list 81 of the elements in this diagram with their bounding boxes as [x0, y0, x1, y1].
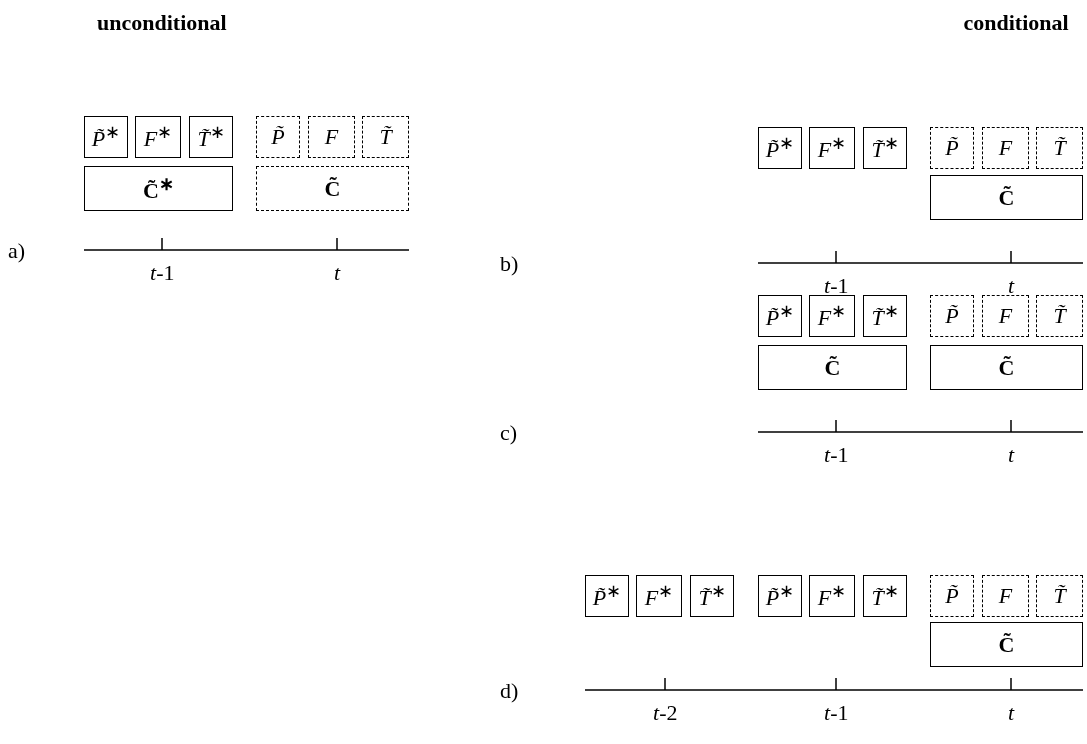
- variable-box: [863, 575, 907, 617]
- math-symbol: P̃$^{∗}$: [765, 134, 795, 162]
- math-symbol: F$^{∗}$: [817, 302, 847, 330]
- variable-box: [863, 127, 907, 169]
- variable-box: [362, 116, 409, 158]
- tick-label: t-1: [824, 444, 849, 466]
- math-symbol: T̃$^{∗}$: [871, 302, 899, 330]
- tick-label: t-2: [653, 702, 678, 724]
- context-box: [930, 175, 1083, 220]
- panel-label: b): [500, 253, 519, 275]
- variable-box: [930, 295, 974, 337]
- math-symbol: C̃: [998, 186, 1015, 209]
- math-symbol: F: [324, 126, 339, 148]
- tick-label: t: [1008, 275, 1015, 297]
- variable-box: [1036, 575, 1083, 617]
- math-symbol: P̃: [945, 585, 959, 607]
- variable-box: [863, 295, 907, 337]
- math-symbol: F$^{∗}$: [817, 582, 847, 610]
- context-box: [758, 345, 907, 390]
- tick-label: t-1: [150, 262, 175, 284]
- variable-box: [256, 116, 300, 158]
- tick-label: t-1: [824, 275, 849, 297]
- variable-box: [758, 575, 802, 617]
- variable-box: [758, 295, 802, 337]
- math-symbol: T̃$^{∗}$: [871, 134, 899, 162]
- math-symbol: P̃: [945, 137, 959, 159]
- context-box: [930, 345, 1083, 390]
- math-symbol: F: [998, 137, 1013, 159]
- math-symbol: P̃: [945, 305, 959, 327]
- column-heading: conditional: [963, 12, 1069, 34]
- math-symbol: P̃$^{∗}$: [765, 302, 795, 330]
- variable-box: [758, 127, 802, 169]
- variable-box: [982, 295, 1029, 337]
- math-symbol: F: [998, 585, 1013, 607]
- panel-label: c): [500, 422, 518, 444]
- math-symbol: F: [998, 305, 1013, 327]
- variable-box: [809, 575, 855, 617]
- variable-box: [809, 127, 855, 169]
- variable-box: [308, 116, 355, 158]
- math-symbol: P̃$^{∗}$: [765, 582, 795, 610]
- context-box: [84, 166, 233, 211]
- variable-box: [982, 127, 1029, 169]
- panel-label: d): [500, 680, 519, 702]
- variable-box: [189, 116, 233, 158]
- math-symbol: C̃: [998, 633, 1015, 656]
- math-symbol: T̃: [379, 126, 392, 148]
- variable-box: [690, 575, 734, 617]
- math-symbol: P̃$^{∗}$: [91, 123, 121, 151]
- tick-label: t-1: [824, 702, 849, 724]
- math-symbol: P̃: [271, 126, 285, 148]
- math-symbol: T̃: [1053, 137, 1066, 159]
- tick-label: t: [1008, 444, 1015, 466]
- variable-box: [84, 116, 128, 158]
- context-box: [256, 166, 409, 211]
- column-heading: unconditional: [97, 12, 227, 34]
- variable-box: [1036, 127, 1083, 169]
- math-symbol: T̃: [1053, 585, 1066, 607]
- math-symbol: C̃: [324, 177, 341, 200]
- variable-box: [1036, 295, 1083, 337]
- math-symbol: T̃$^{∗}$: [698, 582, 726, 610]
- variable-box: [636, 575, 682, 617]
- math-symbol: C̃$^{∗}$: [143, 174, 174, 203]
- variable-box: [982, 575, 1029, 617]
- variable-box: [585, 575, 629, 617]
- math-symbol: T̃$^{∗}$: [197, 123, 225, 151]
- math-symbol: T̃: [1053, 305, 1066, 327]
- math-symbol: P̃$^{∗}$: [592, 582, 622, 610]
- math-symbol: F$^{∗}$: [644, 582, 674, 610]
- math-symbol: T̃$^{∗}$: [871, 582, 899, 610]
- variable-box: [930, 127, 974, 169]
- tick-label: t: [1008, 702, 1015, 724]
- math-symbol: F$^{∗}$: [143, 123, 173, 151]
- panel-label: a): [8, 240, 26, 262]
- variable-box: [135, 116, 181, 158]
- tick-label: t: [334, 262, 341, 284]
- math-symbol: C̃: [998, 356, 1015, 379]
- context-box: [930, 622, 1083, 667]
- math-symbol: C̃: [824, 356, 841, 379]
- math-symbol: F$^{∗}$: [817, 134, 847, 162]
- variable-box: [930, 575, 974, 617]
- variable-box: [809, 295, 855, 337]
